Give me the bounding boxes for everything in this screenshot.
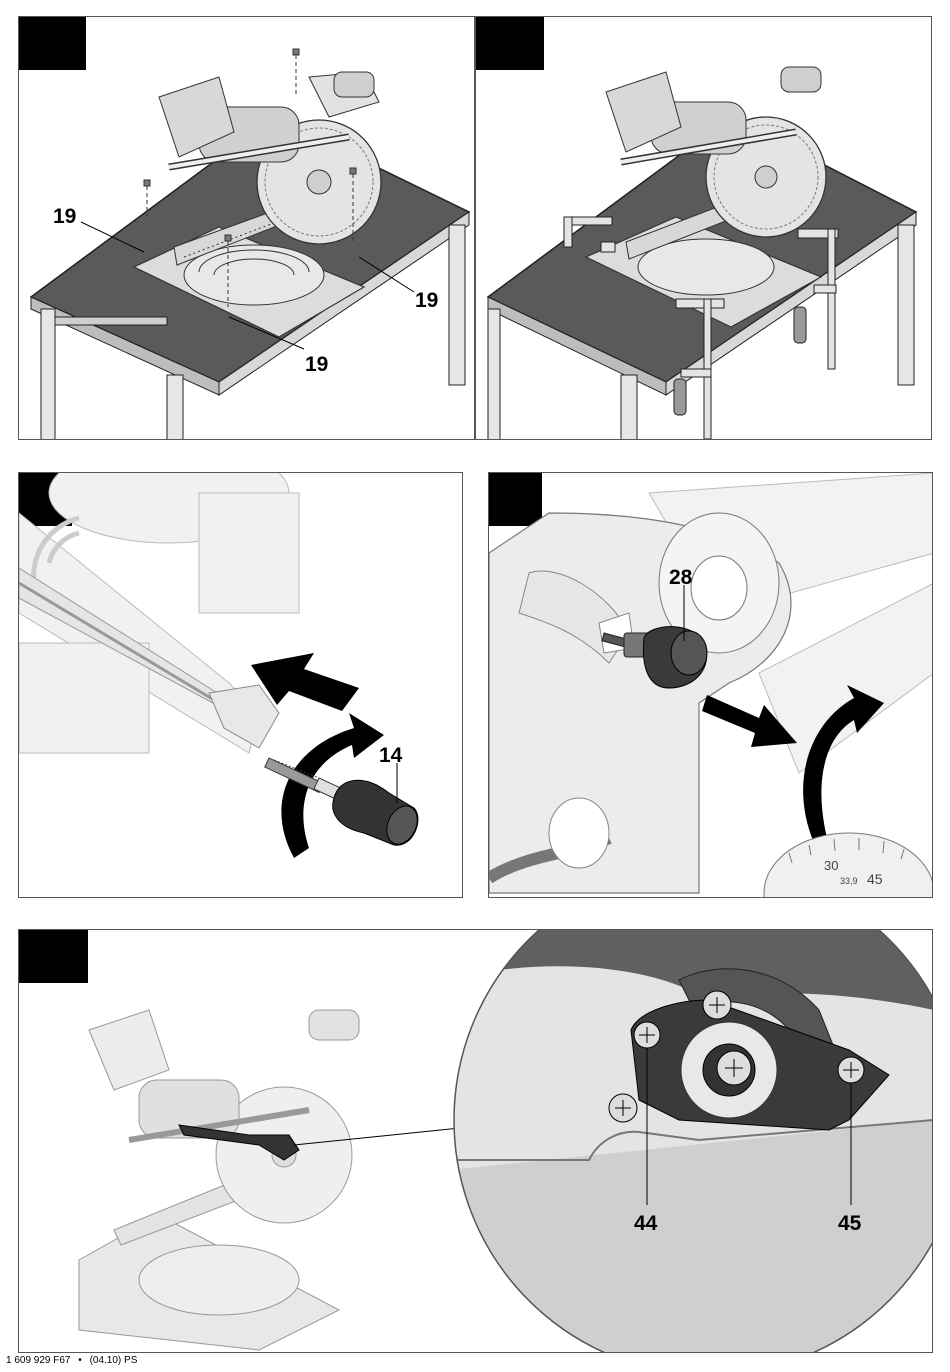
document-date: (04.10) PS [90,1355,138,1366]
callout-28: 28 [669,567,692,588]
cross-screw [838,1057,864,1083]
angle-scale [764,833,933,898]
cross-screw [717,1051,751,1085]
cross-screw [703,991,731,1019]
adjust-illustration [19,930,933,1353]
scale-label: 33,9 [840,876,858,886]
workbench-leg [898,225,914,385]
panel-lock: 28 30 33,9 45 [488,472,933,898]
workbench-leg [621,375,637,440]
mounting-illustration [19,17,475,440]
panel-knob: 14 [18,472,463,898]
clamping-illustration [476,17,932,440]
callout-19: 19 [53,206,76,227]
knob-illustration [19,473,463,898]
callout-44: 44 [634,1213,657,1234]
scale-label: 45 [867,871,883,887]
callout-19: 19 [305,354,328,375]
workbench-leg [41,309,55,440]
callout-45: 45 [838,1213,861,1234]
lock-illustration [489,473,933,898]
footer-bullet: • [78,1355,82,1366]
workbench-leg [167,375,183,440]
callout-19: 19 [415,290,438,311]
panel-clamping [475,16,932,440]
workbench-leg [449,225,465,385]
scale-label: 30 [824,858,838,873]
cross-screw [634,1022,660,1048]
panel-mounting: 19 19 19 [18,16,475,440]
document-footer: 1 609 929 F67 • (04.10) PS [6,1355,142,1366]
workbench-leg [488,309,500,440]
panel-adjust: 44 45 [18,929,933,1353]
cross-screw [609,1094,637,1122]
callout-14: 14 [379,745,402,766]
document-code: 1 609 929 F67 [6,1355,71,1366]
